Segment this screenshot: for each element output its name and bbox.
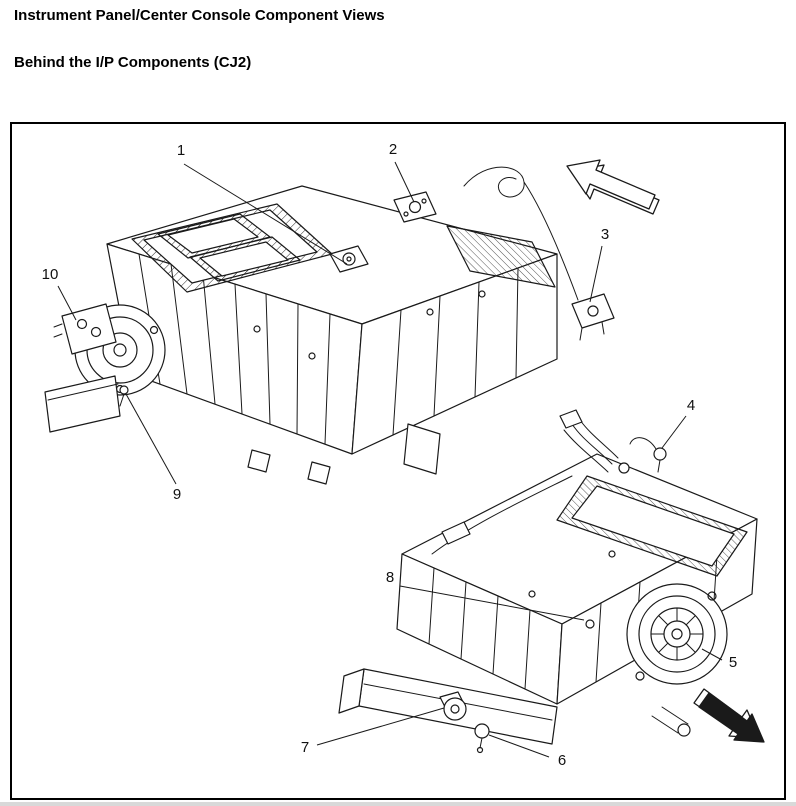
callout-leader-3	[589, 245, 603, 303]
callout-leader-8	[399, 585, 585, 621]
callout-leader-6	[488, 734, 550, 758]
upper-ribs-right	[392, 267, 519, 436]
upper-hvac-assembly	[44, 185, 558, 485]
callout-leaders	[57, 161, 723, 758]
lower-ribs-left	[428, 567, 531, 690]
airflow-inlet-arrow-icon	[566, 159, 660, 215]
callout-leader-4	[661, 415, 687, 449]
connector-3	[571, 293, 615, 329]
upper-front-right-face	[351, 253, 558, 455]
callout-leader-10	[57, 285, 77, 321]
callout-label-3: 3	[601, 226, 609, 243]
callout-label-8: 8	[386, 569, 394, 586]
callout-leader-5	[701, 648, 723, 661]
blower-motor-5	[626, 583, 728, 685]
diagram-frame: 1 2 3 4 5 6 7 8 9 10	[10, 122, 786, 800]
actuator-6	[474, 723, 490, 739]
callout-label-2: 2	[389, 141, 397, 158]
callout-labels: 1 2 3 4 5 6 7 8 9 10	[42, 141, 738, 769]
callout-label-5: 5	[729, 654, 737, 671]
harness-connector	[559, 409, 583, 429]
page-title: Instrument Panel/Center Console Componen…	[14, 7, 385, 24]
fastener-9	[119, 385, 129, 395]
callout-leader-7	[316, 707, 445, 746]
evaporator-core	[446, 225, 556, 288]
airflow-outlet-arrow-icon	[693, 688, 765, 743]
callout-label-10: 10	[42, 266, 59, 283]
callout-leader-1	[183, 163, 348, 265]
lower-hvac-assembly	[338, 409, 758, 754]
section-subtitle: Behind the I/P Components (CJ2)	[14, 54, 252, 71]
component-diagram: 1 2 3 4 5 6 7 8 9 10	[42, 141, 765, 769]
upper-duct-right	[403, 423, 441, 475]
lower-bracket	[441, 521, 471, 545]
sensor-4	[653, 447, 667, 461]
actuator-10	[61, 303, 117, 355]
screw-8	[585, 619, 595, 629]
callout-leader-9	[125, 393, 177, 485]
lower-harness	[563, 419, 619, 473]
upper-duct-left	[44, 375, 121, 433]
callout-leader-2	[394, 161, 415, 203]
callout-label-7: 7	[301, 739, 309, 756]
callout-label-1: 1	[177, 142, 185, 159]
harness-wire	[463, 166, 579, 301]
connector-3-with-harness	[463, 166, 615, 341]
callout-label-9: 9	[173, 486, 181, 503]
blower-radial-ticks	[650, 607, 704, 661]
outlet-tube	[651, 706, 689, 734]
page-bottom-strip	[0, 802, 796, 806]
upper-bracket-1	[247, 449, 271, 473]
callout-label-6: 6	[558, 752, 566, 769]
upper-bracket-2	[307, 461, 331, 485]
callout-label-4: 4	[687, 397, 695, 414]
